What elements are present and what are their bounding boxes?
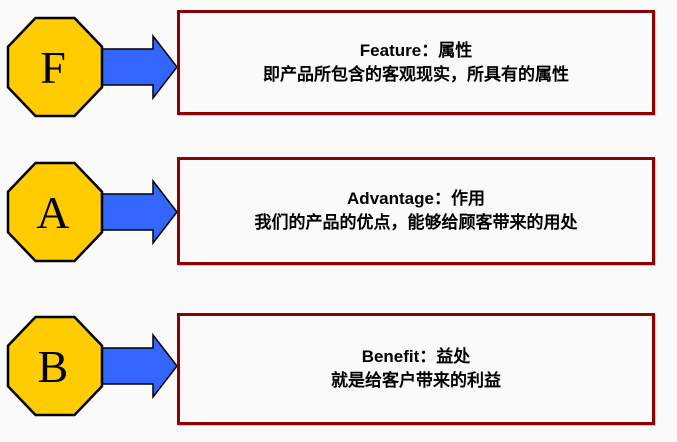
- feature-description: 即产品所包含的客观现实，所具有的属性: [263, 64, 569, 84]
- feature-title: Feature：属性: [359, 40, 473, 60]
- benefit-octagon-arrow-graphic: B: [6, 315, 178, 417]
- advantage-octagon-arrow-graphic: A: [6, 161, 178, 263]
- arrow-icon: [95, 332, 178, 400]
- octagon-letter-b: B: [38, 341, 69, 392]
- octagon-shape: [6, 315, 104, 417]
- benefit-description: 就是给客户带来的利益: [331, 371, 501, 390]
- advantage-description: 我们的产品的优点，能够给顾客带来的用处: [254, 213, 578, 232]
- octagon-shape: [6, 161, 104, 263]
- advantage-title: Advantage：作用: [347, 189, 485, 208]
- benefit-title: Benefit：益处: [361, 347, 471, 366]
- feature-octagon-arrow-graphic: F: [6, 16, 178, 118]
- arrow-icon: [95, 33, 178, 101]
- octagon-letter-a: A: [36, 187, 69, 238]
- advantage-box: Advantage：作用 我们的产品的优点，能够给顾客带来的用处: [177, 157, 655, 265]
- arrow-icon: [95, 178, 178, 246]
- benefit-box: Benefit：益处 就是给客户带来的利益: [177, 313, 655, 425]
- octagon-letter-f: F: [40, 42, 66, 93]
- octagon-shape: [6, 16, 104, 118]
- feature-box: Feature：属性 即产品所包含的客观现实，所具有的属性: [177, 10, 655, 115]
